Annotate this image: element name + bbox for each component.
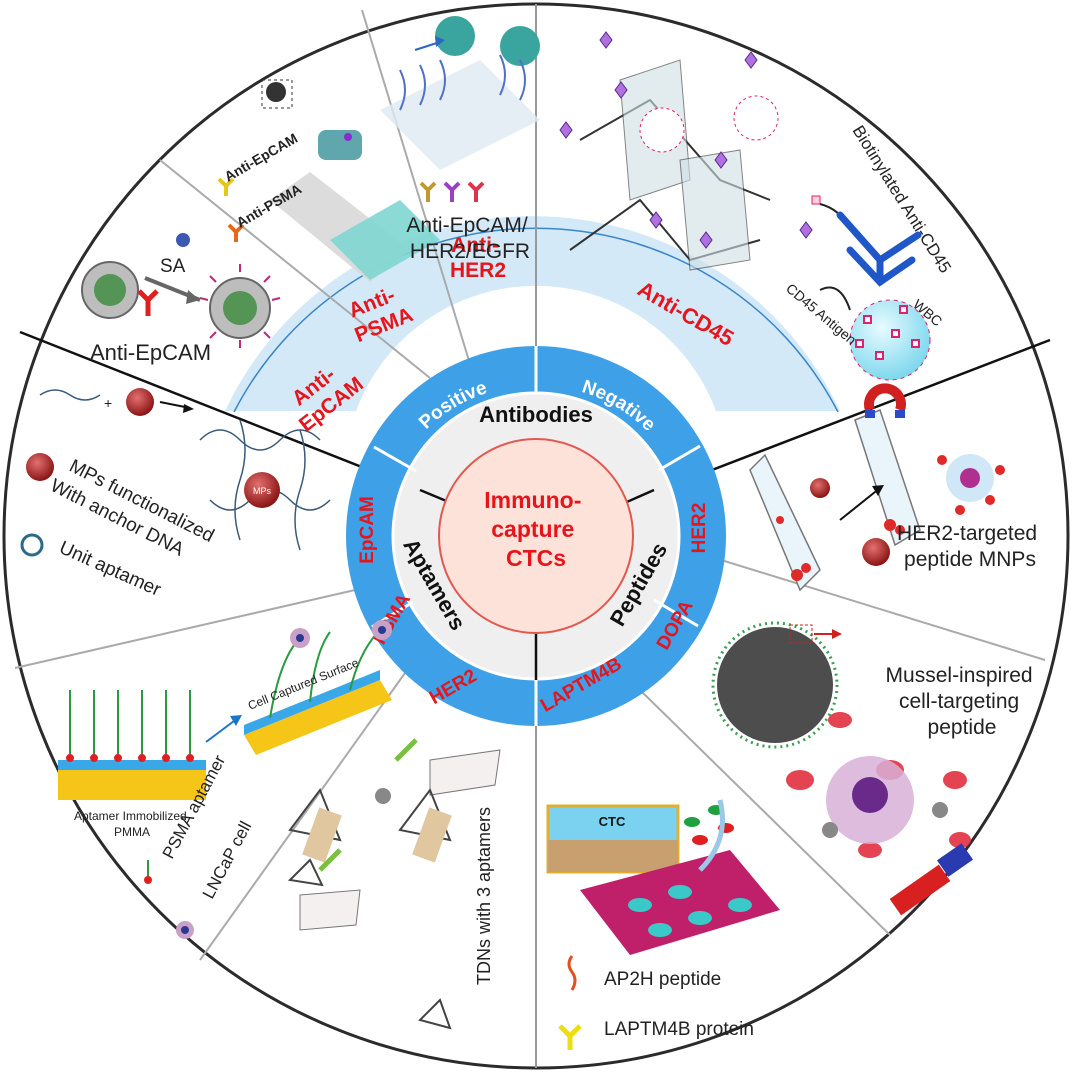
mps-inner-label: MPs [253, 486, 272, 496]
panel-her2-peptide: HER2-targeted peptide MNPs [749, 383, 1043, 592]
panel-anti-psma: Anti-EpCAM Anti-PSMA [217, 79, 440, 282]
anti-her2-egfr-label: Anti-EpCAM/ HER2/EGFR [406, 214, 533, 263]
laptm4b-protein-label: LAPTM4B protein [604, 1019, 754, 1040]
sa-label: SA [160, 256, 186, 277]
target-anti-her2: Anti- HER2 [450, 234, 506, 282]
panel-tdn: TDNs with 3 aptamers [287, 738, 501, 1030]
panel-anti-her2: Anti-EpCAM/ HER2/EGFR [380, 16, 540, 263]
panel-anti-epcam: SA Anti-EpCAM [81, 233, 281, 365]
aptamer-immobilized-label: Aptamer Immobilized PMMA [74, 809, 190, 839]
mussel-peptide-label: Mussel-inspired cell-targeting peptide [886, 664, 1039, 739]
target-her2-peptide: HER2 [689, 503, 710, 554]
sector-dividers [14, 4, 1046, 1068]
ap2h-label: AP2H peptide [604, 969, 721, 990]
center-title: Immuno- capture CTCs [484, 487, 588, 571]
target-epcam: EpCAM [357, 496, 378, 564]
plus-sign: + [104, 395, 112, 411]
center-circle [438, 438, 634, 634]
tdn-label: TDNs with 3 aptamers [474, 807, 494, 985]
anti-epcam-label: Anti-EpCAM [90, 340, 211, 365]
panel-laptm4b: CTC AP2H peptide LAPTM4B protein [546, 799, 780, 1050]
group-antibodies: Antibodies [479, 402, 593, 427]
ctc-label: CTC [599, 814, 626, 829]
her2-peptide-label: HER2-targeted peptide MNPs [897, 522, 1043, 571]
panel-dopa: Mussel-inspired cell-targeting peptide [711, 621, 1039, 916]
